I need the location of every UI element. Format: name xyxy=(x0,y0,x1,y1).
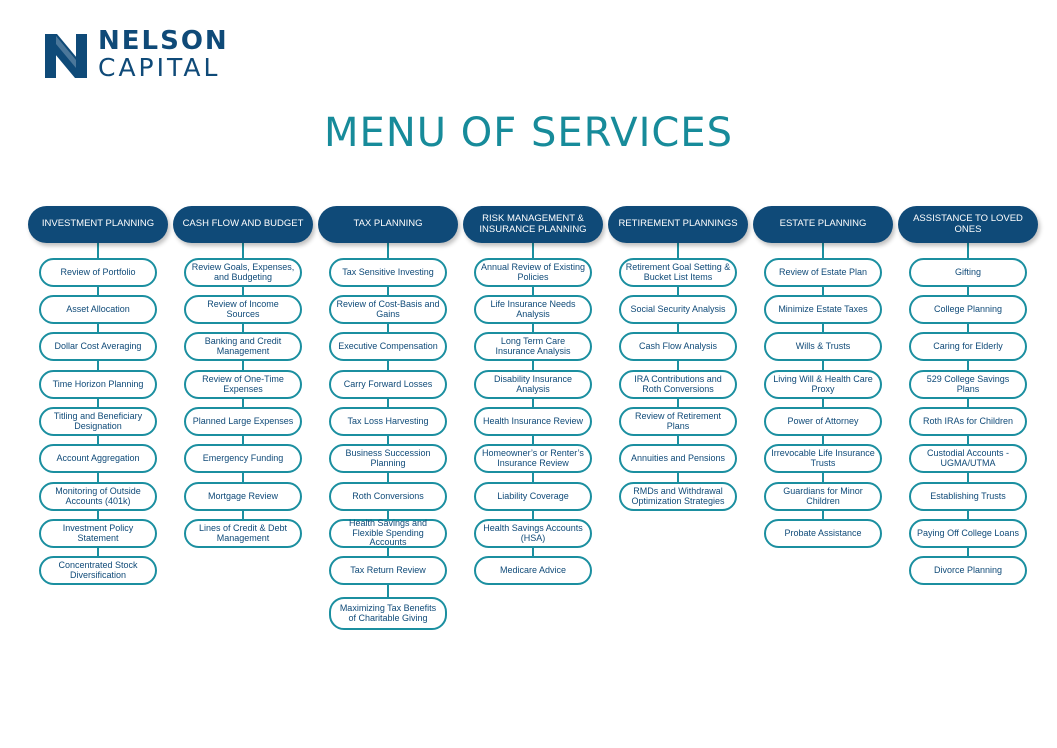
service-item: Tax Loss Harvesting xyxy=(329,407,447,436)
service-item: Investment Policy Statement xyxy=(39,519,157,548)
service-item: Paying Off College Loans xyxy=(909,519,1027,548)
service-item: Review of One-Time Expenses xyxy=(184,370,302,399)
service-item: Living Will & Health Care Proxy xyxy=(764,370,882,399)
service-item: RMDs and Withdrawal Optimization Strateg… xyxy=(619,482,737,511)
category-header: RISK MANAGEMENT & INSURANCE PLANNING xyxy=(463,206,603,243)
service-item: Life Insurance Needs Analysis xyxy=(474,295,592,324)
logo-text-nelson: NELSON xyxy=(98,26,229,56)
service-item: Wills & Trusts xyxy=(764,332,882,361)
service-item: Homeowner’s or Renter’s Insurance Review xyxy=(474,444,592,473)
category-header: RETIREMENT PLANNINGS xyxy=(608,206,748,243)
service-item: Social Security Analysis xyxy=(619,295,737,324)
service-item: Review of Retirement Plans xyxy=(619,407,737,436)
category-header: ASSISTANCE TO LOVED ONES xyxy=(898,206,1038,243)
page-title: MENU OF SERVICES xyxy=(324,110,733,156)
category-header: TAX PLANNING xyxy=(318,206,458,243)
nelson-logo-mark-icon xyxy=(45,34,87,78)
service-item: Planned Large Expenses xyxy=(184,407,302,436)
service-item: Business Succession Planning xyxy=(329,444,447,473)
service-item: Dollar Cost Averaging xyxy=(39,332,157,361)
service-item: Medicare Advice xyxy=(474,556,592,585)
column-risk-management: RISK MANAGEMENT & INSURANCE PLANNING Annu… xyxy=(463,206,603,585)
service-item: 529 College Savings Plans xyxy=(909,370,1027,399)
service-item: Review of Estate Plan xyxy=(764,258,882,287)
service-item: Cash Flow Analysis xyxy=(619,332,737,361)
service-item: Monitoring of Outside Accounts (401k) xyxy=(39,482,157,511)
service-item: Minimize Estate Taxes xyxy=(764,295,882,324)
service-item: Gifting xyxy=(909,258,1027,287)
service-item: Custodial Accounts - UGMA/UTMA xyxy=(909,444,1027,473)
service-item: Long Term Care Insurance Analysis xyxy=(474,332,592,361)
service-item: College Planning xyxy=(909,295,1027,324)
service-item: Probate Assistance xyxy=(764,519,882,548)
logo-text-capital: CAPITAL xyxy=(98,53,221,82)
service-item: Carry Forward Losses xyxy=(329,370,447,399)
service-item: Divorce Planning xyxy=(909,556,1027,585)
service-item: Account Aggregation xyxy=(39,444,157,473)
category-header: INVESTMENT PLANNING xyxy=(28,206,168,243)
service-item: Annuities and Pensions xyxy=(619,444,737,473)
service-item: Roth Conversions xyxy=(329,482,447,511)
category-header: CASH FLOW AND BUDGET xyxy=(173,206,313,243)
service-item: Review of Cost-Basis and Gains xyxy=(329,295,447,324)
service-item: Review Goals, Expenses, and Budgeting xyxy=(184,258,302,287)
service-item: Retirement Goal Setting & Bucket List It… xyxy=(619,258,737,287)
service-item: Time Horizon Planning xyxy=(39,370,157,399)
service-item: Concentrated Stock Diversification xyxy=(39,556,157,585)
service-item: Health Savings and Flexible Spending Acc… xyxy=(329,519,447,548)
connector-line xyxy=(532,236,534,566)
service-item: Health Savings Accounts (HSA) xyxy=(474,519,592,548)
nelson-capital-logo: NELSON CAPITAL xyxy=(43,26,243,82)
service-item: Titling and Beneficiary Designation xyxy=(39,407,157,436)
service-item: Asset Allocation xyxy=(39,295,157,324)
connector-line xyxy=(967,236,969,566)
service-item: IRA Contributions and Roth Conversions xyxy=(619,370,737,399)
service-item: Annual Review of Existing Policies xyxy=(474,258,592,287)
service-item: Tax Sensitive Investing xyxy=(329,258,447,287)
column-cash-flow-and-budget: CASH FLOW AND BUDGET Review Goals, Expens… xyxy=(173,206,313,548)
connector-line xyxy=(97,236,99,566)
service-item: Review of Income Sources xyxy=(184,295,302,324)
category-header: ESTATE PLANNING xyxy=(753,206,893,243)
service-item: Power of Attorney xyxy=(764,407,882,436)
service-item: Roth IRAs for Children xyxy=(909,407,1027,436)
service-item: Emergency Funding xyxy=(184,444,302,473)
service-item: Disability Insurance Analysis xyxy=(474,370,592,399)
service-item: Tax Return Review xyxy=(329,556,447,585)
service-item: Liability Coverage xyxy=(474,482,592,511)
service-item: Mortgage Review xyxy=(184,482,302,511)
service-item: Banking and Credit Management xyxy=(184,332,302,361)
column-retirement-planning: RETIREMENT PLANNINGS Retirement Goal Sett… xyxy=(608,206,748,511)
service-item: Executive Compensation xyxy=(329,332,447,361)
service-item: Caring for Elderly xyxy=(909,332,1027,361)
service-item: Guardians for Minor Children xyxy=(764,482,882,511)
service-item: Establishing Trusts xyxy=(909,482,1027,511)
service-item: Health Insurance Review xyxy=(474,407,592,436)
service-item: Maximizing Tax Benefits of Charitable Gi… xyxy=(329,597,447,630)
service-item: Review of Portfolio xyxy=(39,258,157,287)
service-item: Lines of Credit & Debt Management xyxy=(184,519,302,548)
service-item: Irrevocable Life Insurance Trusts xyxy=(764,444,882,473)
connector-line xyxy=(677,236,679,492)
